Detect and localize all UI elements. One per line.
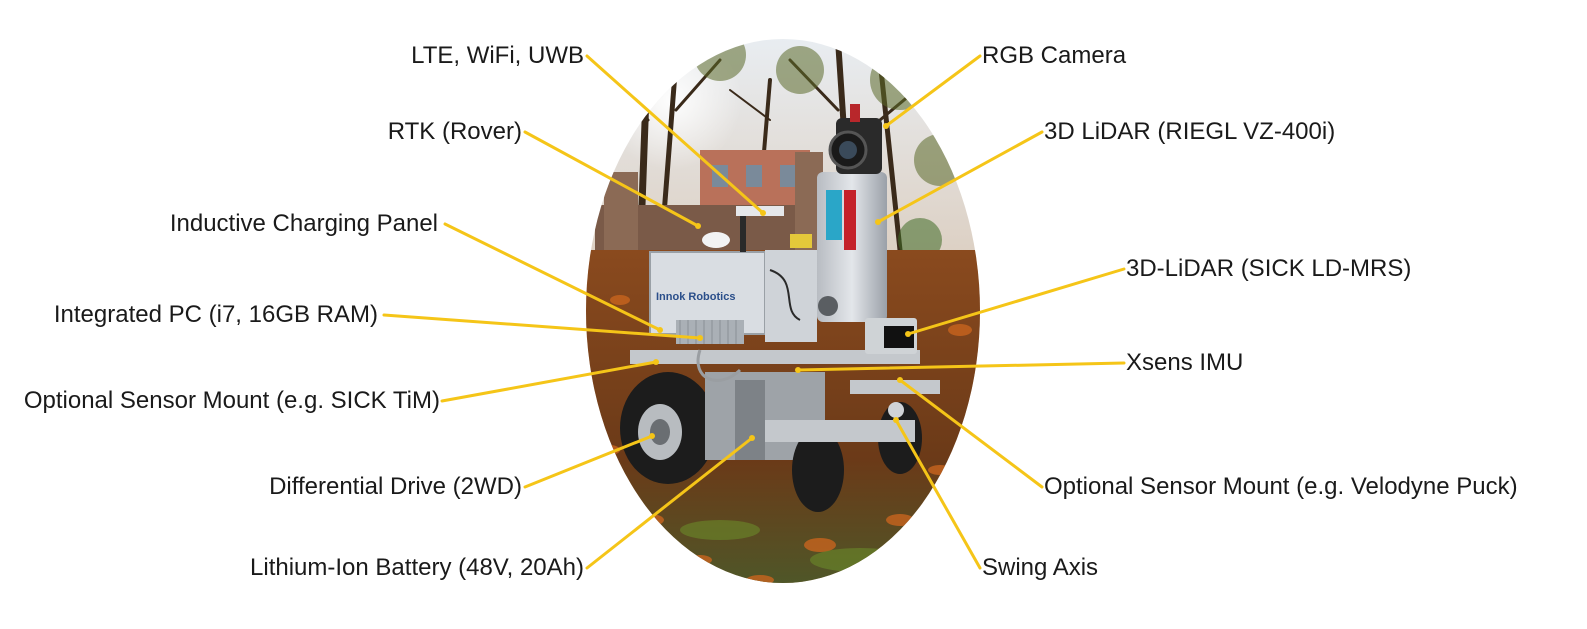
label-optional-sensor-mount-velodyne: Optional Sensor Mount (e.g. Velodyne Puc…: [1044, 473, 1518, 500]
leader-differential-drive-tip: [649, 433, 655, 439]
leader-rtk-rover: [523, 130, 700, 228]
leader-lithium-ion-battery-tip: [749, 435, 755, 441]
leader-optional-sensor-mount-tim-tip: [653, 359, 659, 365]
leader-swing-axis-tip: [893, 417, 899, 423]
leader-rtk-rover-tip: [695, 223, 701, 229]
leader-inductive-charging-panel: [443, 222, 662, 332]
label-differential-drive: Differential Drive (2WD): [269, 473, 522, 500]
leader-differential-drive: [523, 434, 654, 489]
leader-xsens-imu: [796, 361, 1126, 372]
leader-integrated-pc: [382, 313, 702, 340]
panel-brand-text: Innok Robotics: [656, 291, 735, 303]
label-inductive-charging-panel: Inductive Charging Panel: [169, 210, 438, 237]
leader-xsens-imu-tip: [795, 367, 801, 373]
leader-3d-lidar-sick: [906, 267, 1126, 336]
label-lte-wifi-uwb: LTE, WiFi, UWB: [411, 42, 584, 69]
leader-3d-lidar-sick-tip: [905, 331, 911, 337]
leader-rgb-camera-tip: [883, 123, 889, 129]
label-swing-axis: Swing Axis: [982, 554, 1099, 581]
leader-integrated-pc-tip: [697, 335, 703, 341]
leader-rgb-camera: [884, 54, 982, 128]
leader-optional-sensor-mount-velodyne: [898, 378, 1044, 489]
label-lithium-ion-battery: Lithium-Ion Battery (48V, 20Ah): [250, 554, 584, 581]
label-rtk-rover: RTK (Rover): [387, 118, 522, 145]
leader-lte-wifi-uwb-tip: [760, 210, 766, 216]
leader-3d-lidar-riegl: [876, 130, 1044, 224]
label-3d-lidar-riegl: 3D LiDAR (RIEGL VZ-400i): [1044, 118, 1336, 145]
leader-optional-sensor-mount-tim: [440, 360, 658, 403]
leader-optional-sensor-mount-velodyne-tip: [897, 377, 903, 383]
label-3d-lidar-sick: 3D-LiDAR (SICK LD-MRS): [1126, 255, 1412, 282]
leader-lithium-ion-battery: [585, 436, 754, 570]
label-integrated-pc: Integrated PC (i7, 16GB RAM): [53, 301, 378, 328]
label-rgb-camera: RGB Camera: [982, 42, 1127, 69]
label-optional-sensor-mount-tim: Optional Sensor Mount (e.g. SICK TiM): [23, 387, 440, 414]
leader-inductive-charging-panel-tip: [657, 327, 663, 333]
label-xsens-imu: Xsens IMU: [1126, 349, 1244, 376]
leader-lte-wifi-uwb: [585, 54, 765, 215]
leader-3d-lidar-riegl-tip: [875, 219, 881, 225]
leader-swing-axis: [894, 418, 982, 570]
